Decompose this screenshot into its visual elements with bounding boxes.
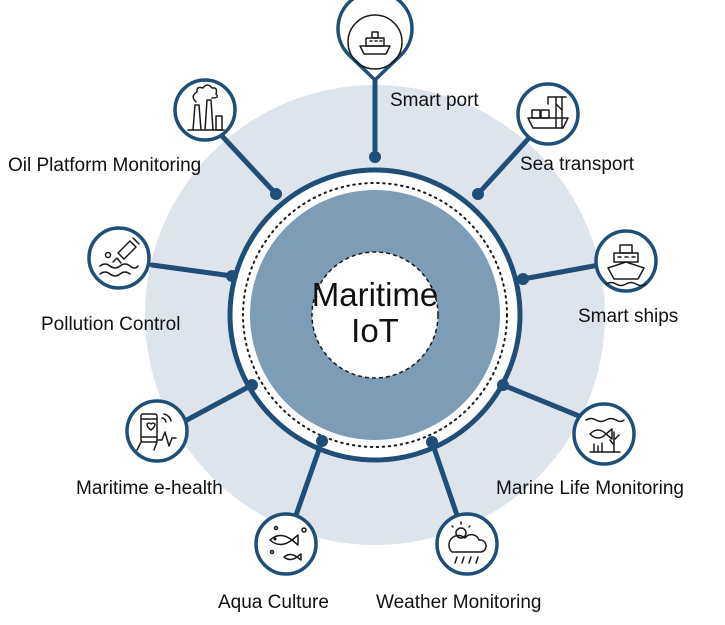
spoke-smart-ships xyxy=(520,262,602,282)
junction-dots xyxy=(226,151,529,448)
center-label-line2: IoT xyxy=(351,312,399,349)
node-circle xyxy=(173,78,237,142)
spokes xyxy=(149,71,602,521)
center-label-line1: Maritime xyxy=(312,276,439,313)
junction-dot xyxy=(472,188,484,200)
fish-bubbles-icon xyxy=(269,525,307,561)
junction-dot xyxy=(426,436,438,448)
node-oil[interactable]: Oil Platform Monitoring xyxy=(8,78,237,176)
spoke-marine-life xyxy=(500,382,582,419)
node-label-smart-ships: Smart ships xyxy=(578,306,678,327)
node-circle xyxy=(594,229,658,293)
junction-dot xyxy=(246,379,258,391)
rain-cloud-icon xyxy=(448,521,487,564)
factory-smoke-icon xyxy=(187,84,225,131)
node-label-pollution: Pollution Control xyxy=(41,314,180,335)
node-label-weather: Weather Monitoring xyxy=(376,592,541,613)
junction-dot xyxy=(316,435,328,447)
node-smart-port[interactable]: Smart port xyxy=(336,0,479,111)
node-circle xyxy=(87,226,151,290)
junction-dot xyxy=(369,151,381,163)
node-marine-life[interactable]: Marine Life Monitoring xyxy=(496,402,684,499)
spoke-sea-transport xyxy=(475,135,532,197)
node-weather[interactable]: Weather Monitoring xyxy=(376,512,541,613)
node-label-sea-transport: Sea transport xyxy=(520,154,635,175)
fish-coral-icon xyxy=(585,417,625,453)
junction-dot xyxy=(517,273,529,285)
node-sea-transport[interactable]: Sea transport xyxy=(516,82,635,175)
node-label-ehealth: Maritime e-health xyxy=(76,478,223,499)
node-label-smart-port: Smart port xyxy=(390,90,479,111)
ship-icon xyxy=(605,244,647,287)
node-circle xyxy=(572,402,636,466)
node-ehealth[interactable]: Maritime e-health xyxy=(76,399,223,499)
junction-dot xyxy=(497,379,509,391)
center-circle xyxy=(311,251,439,379)
node-circle xyxy=(516,82,580,146)
ship-glyph xyxy=(359,31,391,55)
spoke-oil xyxy=(219,133,279,197)
cargo-crane-icon xyxy=(527,96,569,129)
junction-dot xyxy=(270,188,282,200)
spoke-ehealth xyxy=(182,382,255,424)
node-label-oil: Oil Platform Monitoring xyxy=(8,155,201,176)
node-pollution[interactable]: Pollution Control xyxy=(41,226,180,335)
node-circle xyxy=(435,512,499,576)
bottle-waste-icon xyxy=(99,237,140,277)
junction-dot xyxy=(226,270,238,282)
phone-heartbeat-icon xyxy=(136,413,177,451)
node-label-marine-life: Marine Life Monitoring xyxy=(496,478,684,499)
dotted-ring xyxy=(242,182,508,448)
node-smart-ships[interactable]: Smart ships xyxy=(578,229,678,327)
node-label-aqua: Aqua Culture xyxy=(218,592,329,613)
spoke-aqua xyxy=(292,438,325,521)
spoke-weather xyxy=(429,439,461,521)
spoke-pollution xyxy=(149,262,235,279)
node-aqua[interactable]: Aqua Culture xyxy=(218,512,329,613)
location-pin-ship-icon xyxy=(336,0,414,82)
pin-inner-ring xyxy=(347,14,403,70)
